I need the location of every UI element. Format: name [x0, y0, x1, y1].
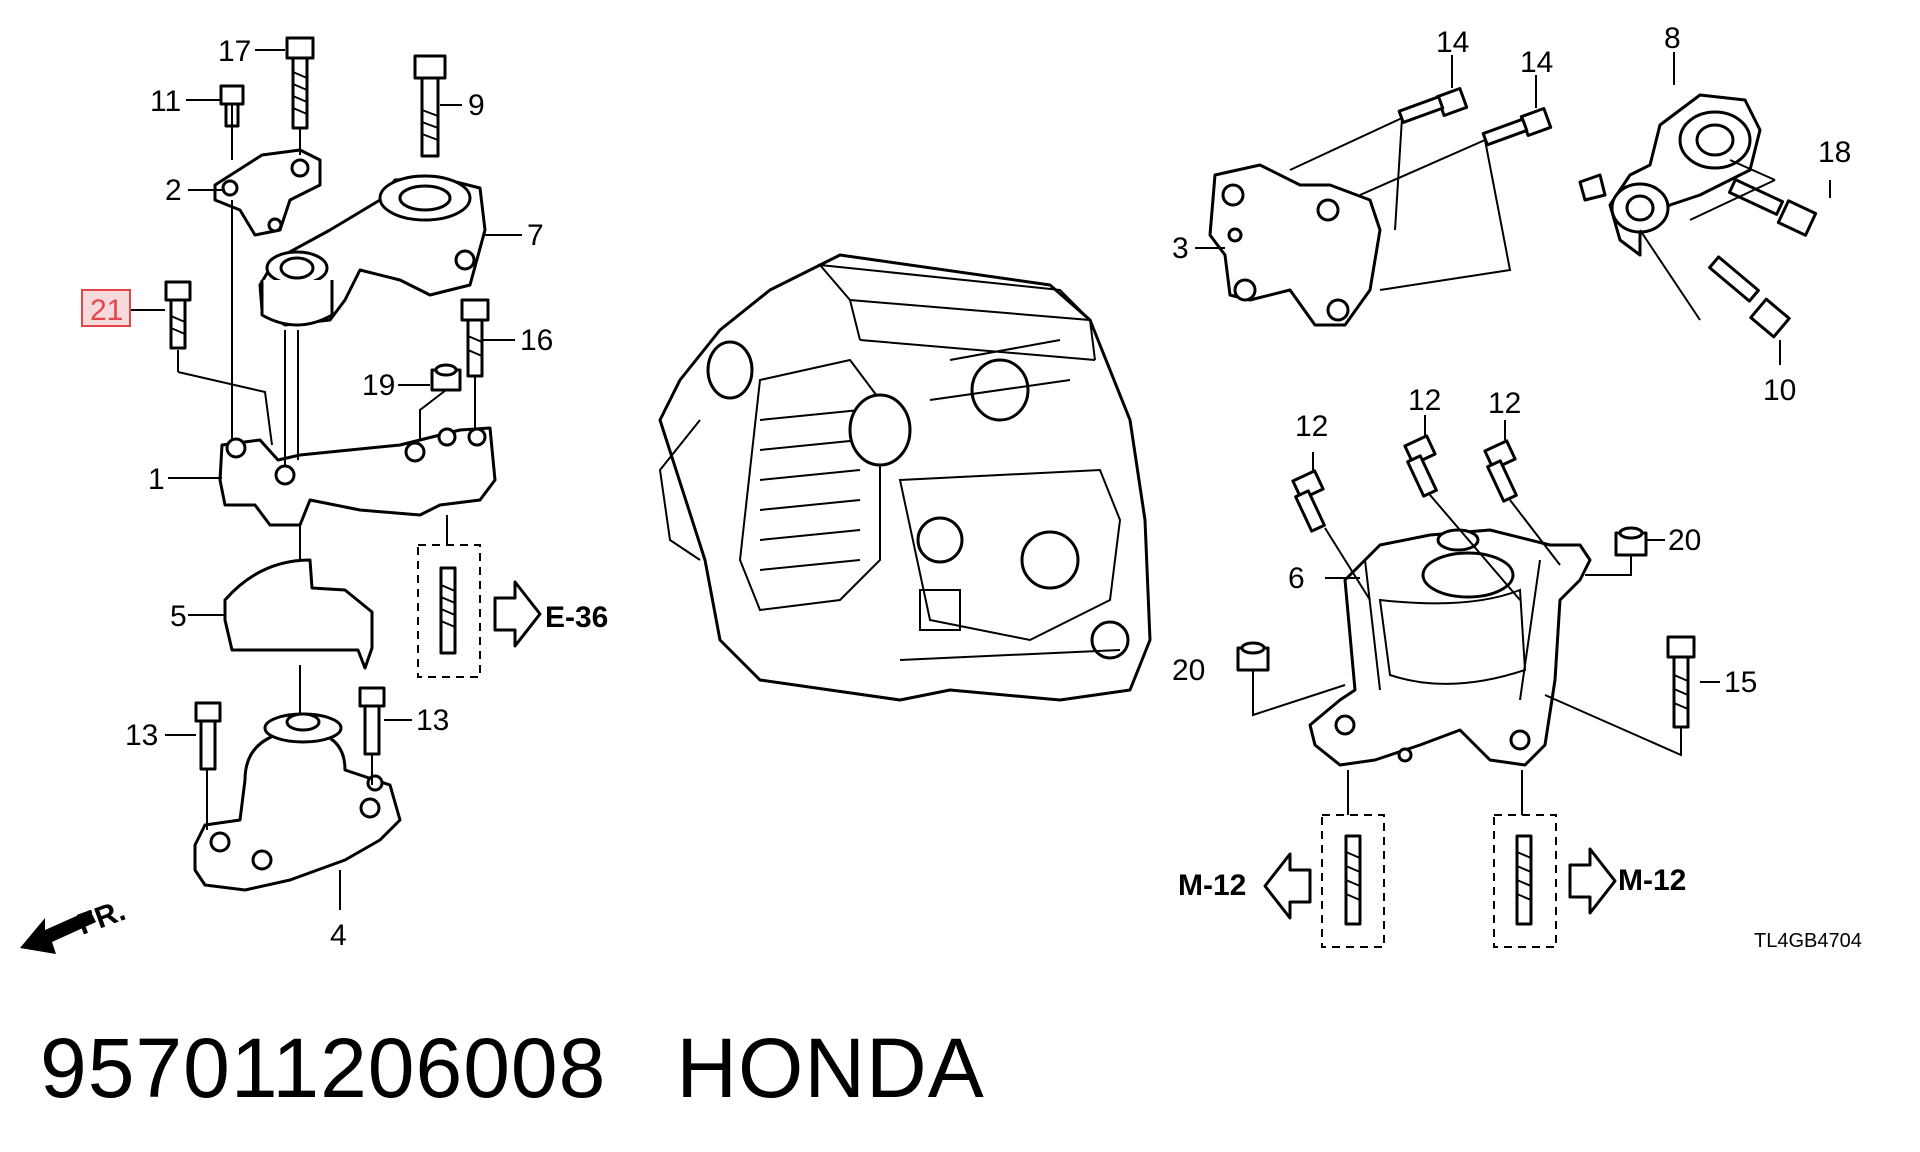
- bolt-14-left: [1397, 86, 1469, 124]
- bolt-13-right: [358, 686, 386, 756]
- bolt-18: [1727, 178, 1818, 237]
- callout-5: 5: [170, 600, 187, 633]
- callout-13-left: 13: [125, 719, 158, 752]
- callout-17: 17: [218, 35, 251, 68]
- callout-3: 3: [1172, 232, 1189, 265]
- engine-mount-4: [193, 712, 402, 892]
- arrow-right-icon: [493, 580, 542, 648]
- callout-15: 15: [1724, 666, 1757, 699]
- bolt-17: [285, 36, 315, 130]
- callout-14-right: 14: [1520, 46, 1553, 79]
- torque-rod-7: [258, 174, 487, 327]
- callout-9: 9: [468, 89, 485, 122]
- callout-20-left: 20: [1172, 654, 1205, 687]
- part-number: 957011206008: [40, 1021, 607, 1115]
- nut-20-left: [1236, 641, 1270, 672]
- bolt-14-right: [1481, 106, 1553, 147]
- stud-e36: [417, 544, 542, 678]
- callout-16: 16: [520, 324, 553, 357]
- ref-m12-right: M-12: [1618, 864, 1686, 897]
- bolt-12-a: [1291, 469, 1326, 533]
- front-arrow-icon: [20, 910, 96, 954]
- ref-e36: E-36: [545, 601, 608, 634]
- bolt-9: [413, 54, 447, 158]
- nut-20-right: [1614, 526, 1648, 557]
- bolt-13-left: [194, 701, 222, 771]
- bolt-16: [460, 298, 490, 378]
- callout-21: 21: [90, 294, 123, 327]
- callout-19: 19: [362, 369, 395, 402]
- torque-rod-8: [1578, 93, 1762, 257]
- callout-20-right: 20: [1668, 524, 1701, 557]
- callout-8: 8: [1664, 22, 1681, 55]
- callout-12-a: 12: [1295, 410, 1328, 443]
- bolt-10: [1708, 255, 1791, 339]
- ref-m12-left: M-12: [1178, 869, 1246, 902]
- callout-11: 11: [150, 85, 181, 118]
- callout-13-right: 13: [416, 704, 449, 737]
- callout-18: 18: [1818, 136, 1851, 169]
- callout-14-left: 14: [1436, 26, 1469, 59]
- callout-10: 10: [1763, 374, 1796, 407]
- heat-shield-5: [223, 558, 374, 670]
- right-top-leader-lines: [1195, 55, 1537, 291]
- right-bottom-leader-lines: [1252, 415, 1720, 815]
- bolt-12-c: [1483, 439, 1518, 503]
- bolt-21: [164, 280, 192, 350]
- front-label: FR.: [73, 894, 130, 942]
- bolt-15: [1666, 635, 1696, 729]
- brand-name: HONDA: [676, 1021, 985, 1115]
- callout-4: 4: [330, 919, 347, 952]
- callout-12-b: 12: [1408, 384, 1441, 417]
- transmission-mount-6: [1308, 528, 1592, 767]
- highlight-box: [81, 289, 131, 327]
- bolt-12-b: [1403, 434, 1438, 498]
- callout-2: 2: [165, 174, 182, 207]
- left-leader-lines: [130, 49, 522, 910]
- callout-6: 6: [1288, 562, 1305, 595]
- nut-19: [430, 363, 462, 392]
- diagram-code: TL4GB4704: [1754, 930, 1862, 952]
- arrow-right-icon: [1568, 847, 1617, 915]
- bracket-3: [1208, 163, 1382, 327]
- callout-12-c: 12: [1488, 387, 1521, 420]
- right-8-leader-lines: [1639, 52, 1831, 365]
- bracket-1: [218, 426, 497, 527]
- callout-1: 1: [148, 463, 165, 496]
- footer: 957011206008 HONDA: [40, 1020, 1055, 1117]
- stud-m12-right: [1493, 814, 1617, 948]
- callout-7: 7: [527, 219, 544, 252]
- arrow-left-icon: [1263, 852, 1312, 920]
- engine-assembly: [658, 253, 1152, 702]
- stud-m12-left: [1263, 814, 1385, 948]
